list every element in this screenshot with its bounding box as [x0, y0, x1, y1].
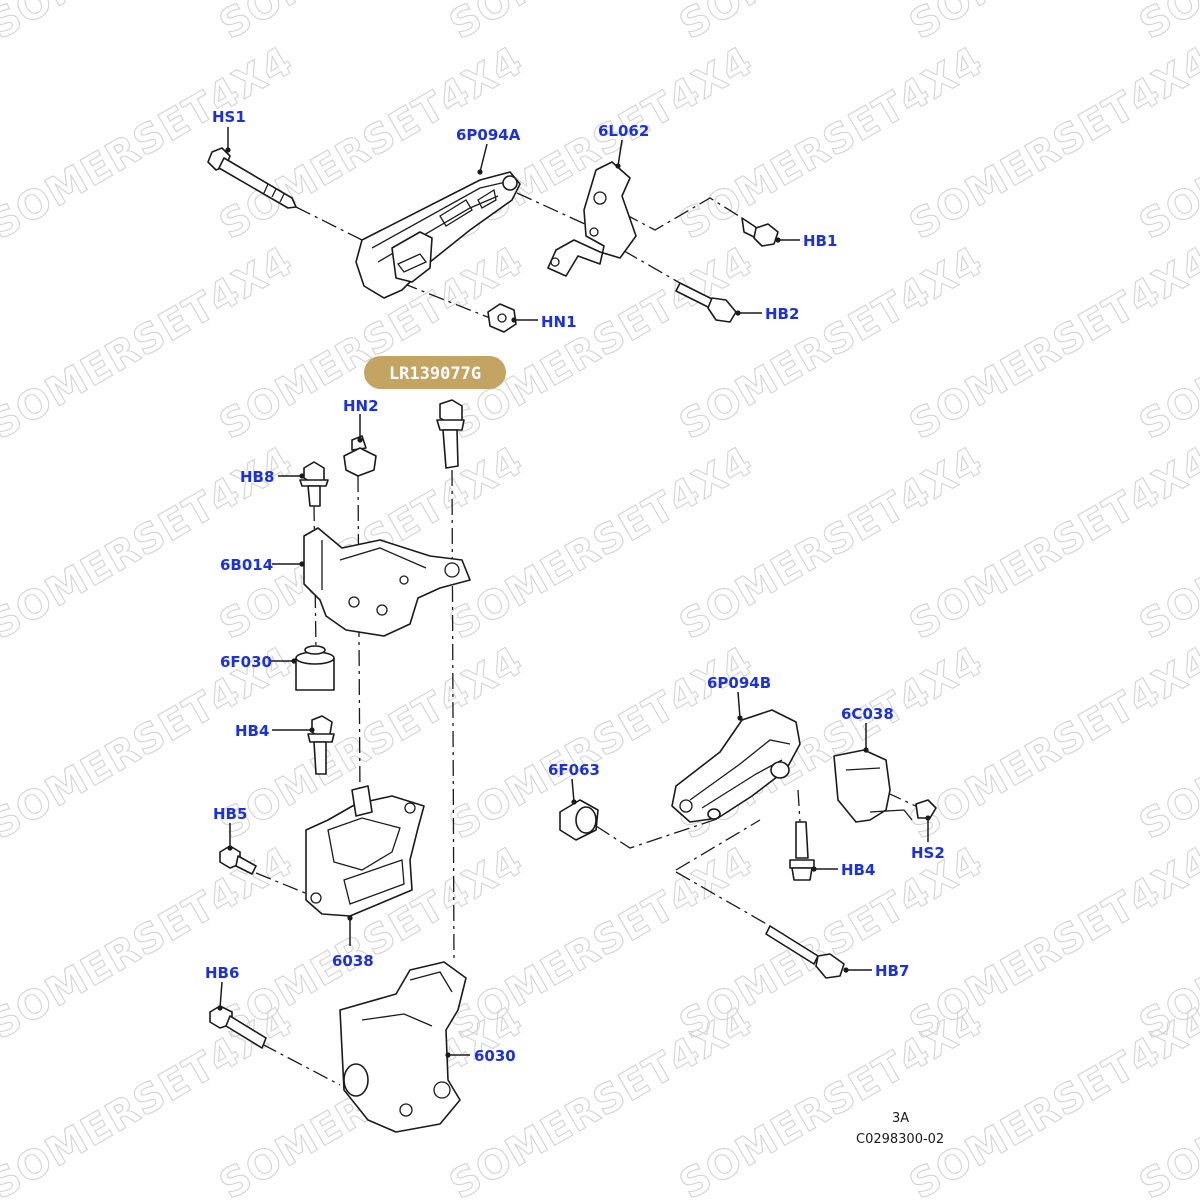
bolt-hb2-icon: [675, 282, 737, 323]
callout-hb5: HB5: [213, 805, 247, 823]
bolt-hb6-icon: [209, 1005, 267, 1049]
bracket-6c038-icon: [833, 749, 913, 823]
highlight-part-badge[interactable]: LR139077G: [364, 356, 506, 389]
bush-6f063-icon: [559, 799, 599, 841]
callout-6c038: 6C038: [841, 705, 894, 723]
callout-6030: 6030: [474, 1047, 516, 1065]
callout-hb7: HB7: [875, 962, 909, 980]
callout-6p094a: 6P094A: [456, 126, 521, 144]
bush-6f030-icon: [295, 645, 335, 691]
callout-hb4-right: HB4: [841, 861, 875, 879]
bolt-lr139077g-icon: [436, 399, 465, 469]
bolt-hb1-icon: [741, 217, 779, 247]
callout-hb4-left: HB4: [235, 722, 269, 740]
callout-6l062: 6L062: [598, 122, 649, 140]
bracket-6b014-icon: [303, 527, 471, 637]
callout-6f063: 6F063: [548, 761, 600, 779]
bolt-hb4-right-icon: [789, 821, 815, 881]
callout-hb8: HB8: [240, 468, 274, 486]
sheet-number: 3A: [892, 1111, 909, 1126]
callout-hn1: HN1: [541, 313, 577, 331]
callout-hb2: HB2: [765, 305, 799, 323]
nut-hn2-icon: [343, 435, 377, 477]
callout-6p094b: 6P094B: [707, 674, 771, 692]
callout-hs2: HS2: [911, 844, 945, 862]
bracket-6030-icon: [339, 961, 467, 1133]
mount-6038-icon: [305, 785, 425, 917]
callout-hb6: HB6: [205, 964, 239, 982]
bolt-hb7-icon: [765, 925, 845, 979]
leader-lines: [217, 127, 931, 1058]
torque-arm-upper-icon: [355, 171, 521, 299]
screw-hs2-icon: [915, 799, 937, 819]
callout-6b014: 6B014: [220, 556, 273, 574]
callout-hs1: HS1: [212, 108, 246, 126]
highlight-part-number: LR139077G: [389, 364, 481, 384]
drawing-code: C0298300-02: [856, 1132, 944, 1147]
watermark-text: SOMERSET4X4: [1132, 0, 1200, 49]
bracket-6l062-icon: [547, 161, 637, 277]
callout-hb1: HB1: [803, 232, 837, 250]
callout-6038: 6038: [332, 952, 374, 970]
bolt-hs1-icon: [207, 147, 297, 209]
bolt-hb5-icon: [219, 845, 257, 875]
bolt-hb4-left-icon: [307, 715, 335, 775]
nut-hn1-icon: [487, 303, 517, 333]
callout-hn2: HN2: [343, 397, 379, 415]
bolt-hb8-icon: [299, 461, 329, 507]
callout-6f030: 6F030: [220, 653, 272, 671]
torque-arm-lower-icon: [671, 709, 801, 823]
